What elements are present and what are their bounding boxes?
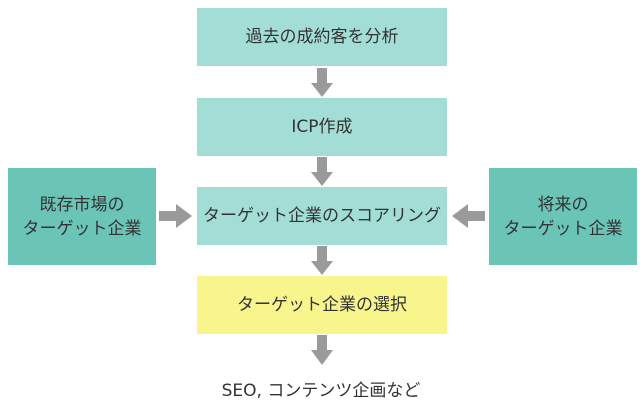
future-targets-line2: ターゲット企業 — [503, 218, 623, 239]
step-target-scoring: ターゲット企業のスコアリング — [197, 187, 447, 245]
existing-market-targets-line1: 既存市場の — [39, 194, 125, 215]
step-analyze-past-customers: 過去の成約客を分析 — [197, 8, 447, 66]
step-create-icp-label: ICP作成 — [291, 117, 353, 137]
arrow-left — [452, 204, 485, 228]
arrow-down-2 — [311, 157, 333, 186]
arrow-down-3 — [311, 246, 333, 275]
future-targets-line1: 将来の — [537, 194, 589, 215]
step-target-selection: ターゲット企業の選択 — [197, 276, 447, 334]
step-create-icp: ICP作成 — [197, 98, 447, 156]
existing-market-targets-line2: ターゲット企業 — [22, 218, 142, 239]
step-target-selection-label: ターゲット企業の選択 — [237, 295, 407, 315]
step-target-scoring-label: ターゲット企業のスコアリング — [203, 206, 441, 226]
step-analyze-past-customers-label: 過去の成約客を分析 — [245, 27, 399, 47]
final-outcome-label: SEO, コンテンツ企画など — [221, 380, 421, 401]
arrow-down-4 — [311, 335, 333, 365]
future-targets-box: 将来の ターゲット企業 — [489, 168, 637, 265]
arrow-down-1 — [311, 68, 333, 97]
existing-market-targets-box: 既存市場の ターゲット企業 — [8, 168, 156, 265]
arrow-right — [159, 204, 192, 228]
